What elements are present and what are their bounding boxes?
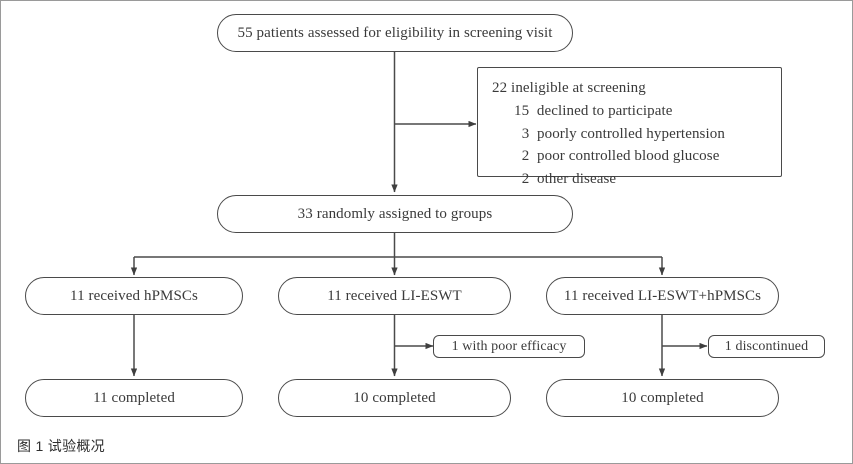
node-screening-label: 55 patients assessed for eligibility in … [237,24,553,41]
node-completed-hpmscs-label: 11 completed [93,389,175,406]
exclusion-reason-other-disease: 2 other disease [514,171,617,188]
exclusion-reason-declined: 15 declined to participate [514,102,673,119]
node-arm-lieswt: 11 received LI-ESWT [278,277,511,315]
exclusion-heading: 22 ineligible at screening [492,80,646,96]
node-completed-lieswt-label: 10 completed [353,389,436,406]
node-randomized: 33 randomly assigned to groups [217,195,573,233]
node-randomized-label: 33 randomly assigned to groups [297,205,493,222]
exclusion-reason-list: 22 ineligible at screening 15 declined t… [478,68,725,191]
node-completed-combo-label: 10 completed [621,389,704,406]
node-discontinued: 1 discontinued [708,335,825,358]
node-arm-combo-label: 11 received LI-ESWT+hPMSCs [563,287,762,304]
node-completed-hpmscs: 11 completed [25,379,243,417]
node-discontinued-label: 1 discontinued [724,338,809,354]
node-arm-lieswt-label: 11 received LI-ESWT [327,287,462,304]
figure-caption: 图 1 试验概况 [17,438,105,454]
exclusion-reason-blood-glucose: 2 poor controlled blood glucose [514,148,720,165]
exclusion-reason-hypertension: 3 poorly controlled hypertension [514,125,725,142]
node-screening: 55 patients assessed for eligibility in … [217,14,573,52]
node-arm-combo: 11 received LI-ESWT+hPMSCs [546,277,779,315]
node-poor-efficacy-label: 1 with poor efficacy [451,338,567,354]
node-completed-combo: 10 completed [546,379,779,417]
node-arm-hpmscs-label: 11 received hPMSCs [70,287,198,304]
node-ineligible: 22 ineligible at screening 15 declined t… [477,67,782,187]
node-completed-lieswt: 10 completed [278,379,511,417]
node-arm-hpmscs: 11 received hPMSCs [25,277,243,315]
node-poor-efficacy: 1 with poor efficacy [433,335,585,358]
